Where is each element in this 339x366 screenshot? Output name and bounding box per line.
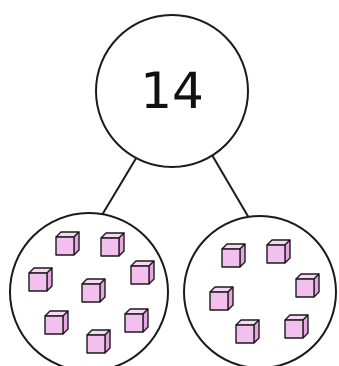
cube xyxy=(209,286,234,311)
cube xyxy=(221,243,246,268)
connector-right xyxy=(211,154,250,219)
cube xyxy=(266,239,291,264)
part-left-cubes xyxy=(28,231,155,354)
cube xyxy=(86,329,111,354)
cube xyxy=(28,267,53,292)
whole-number: 14 xyxy=(140,62,204,120)
cube xyxy=(124,308,149,333)
cube xyxy=(55,231,80,256)
cube xyxy=(44,310,69,335)
whole-circle xyxy=(95,14,249,168)
cube xyxy=(81,278,106,303)
part-right-cubes xyxy=(209,239,320,344)
cube xyxy=(130,260,155,285)
cube xyxy=(284,314,309,339)
cube xyxy=(100,232,125,257)
cube xyxy=(295,273,320,298)
cube xyxy=(235,319,260,344)
connector-left xyxy=(101,154,139,216)
